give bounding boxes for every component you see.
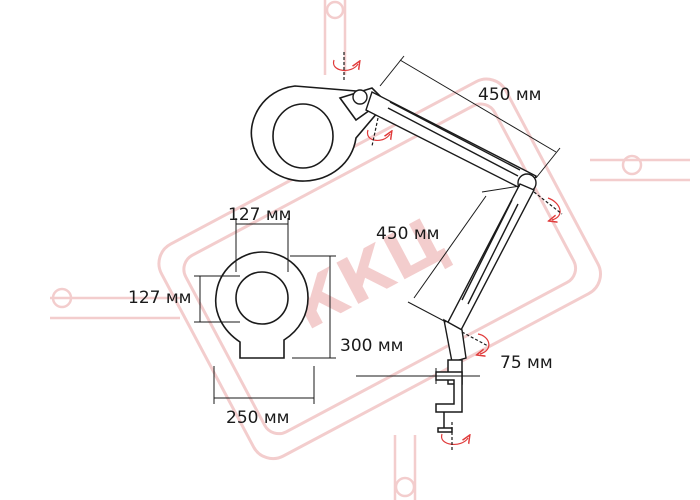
table-clamp <box>435 359 463 433</box>
lamp-head-front <box>214 251 309 359</box>
dimension-head-height <box>194 275 240 323</box>
dimension-lower-arm <box>407 185 521 323</box>
rotation-indicators <box>333 52 563 452</box>
label-base-width: 250 мм <box>226 408 290 428</box>
label-head-depth: 300 мм <box>340 336 404 356</box>
dimension-clamp-offset <box>356 368 480 384</box>
label-clamp-offset: 75 мм <box>500 353 553 373</box>
lower-arm <box>443 183 535 363</box>
dimension-head-width <box>235 218 289 272</box>
dimension-head-depth <box>290 255 336 359</box>
label-lower-arm: 450 мм <box>376 224 440 244</box>
dimension-upper-arm <box>379 55 561 179</box>
lamp-head-side <box>250 85 386 182</box>
watermark: ККЦ <box>50 0 690 500</box>
label-head-height: 127 мм <box>128 288 192 308</box>
label-head-width: 127 мм <box>228 205 292 225</box>
label-upper-arm: 450 мм <box>478 85 542 105</box>
dimension-base-width <box>213 366 315 404</box>
